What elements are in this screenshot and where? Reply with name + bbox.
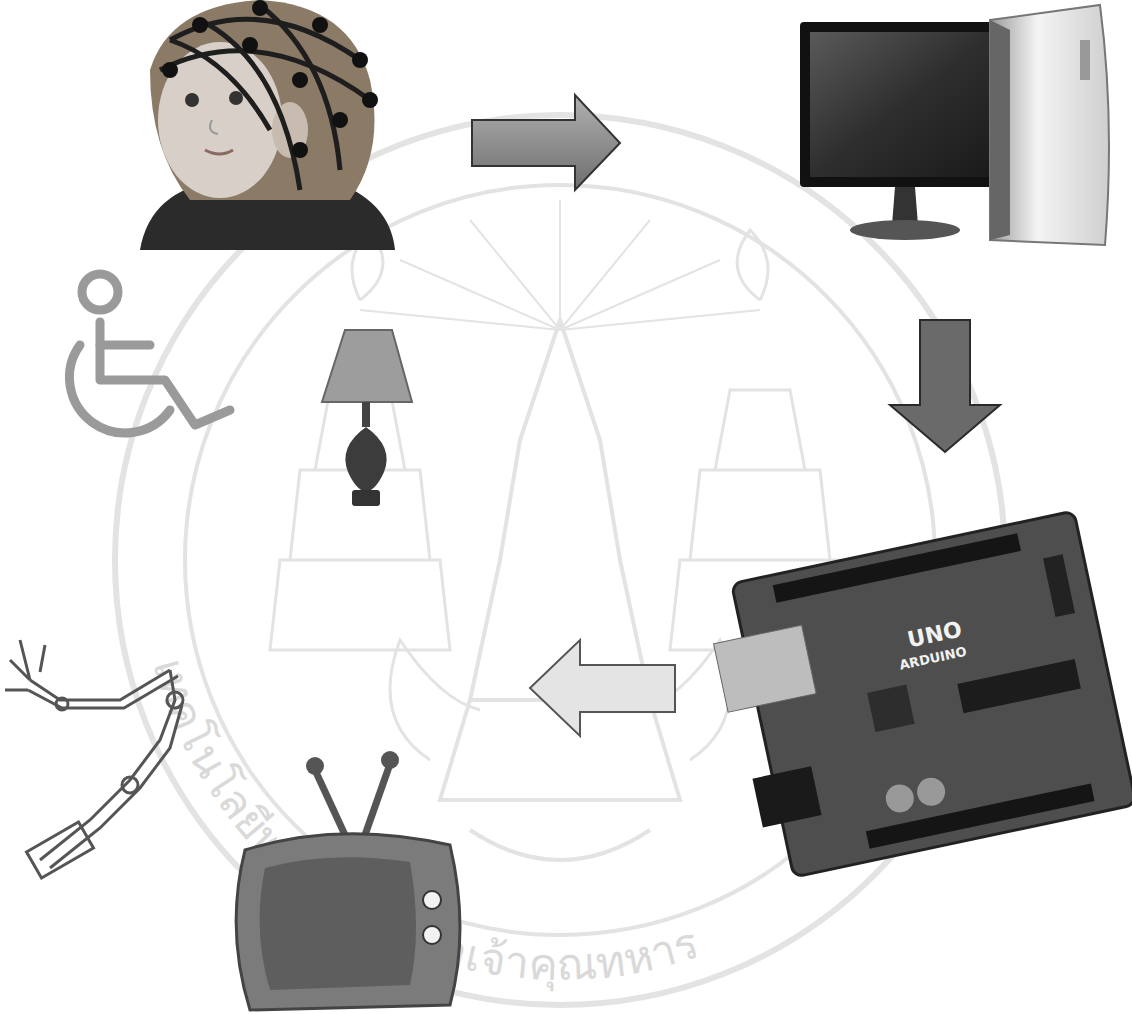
computer: [800, 5, 1109, 245]
lamp: [322, 330, 412, 506]
wheelchair-icon: [69, 274, 230, 433]
robot-arm: [5, 640, 183, 878]
arduino-board: [702, 511, 1132, 883]
flow-arrow: [530, 640, 675, 736]
flow-arrow: [472, 95, 620, 190]
flow-arrow: [890, 320, 1000, 452]
child-eeg: [140, 0, 395, 250]
television: [236, 751, 460, 1010]
